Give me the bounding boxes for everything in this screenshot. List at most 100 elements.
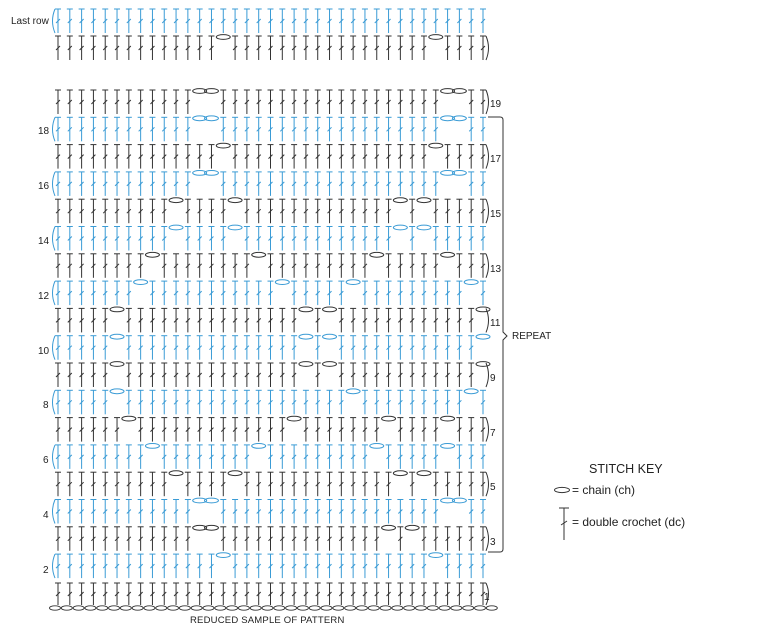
dc-bar [150, 181, 155, 187]
dc-bar [327, 181, 332, 187]
dc-stitch [468, 253, 475, 278]
chain-stitch [369, 443, 385, 449]
dc-bar [338, 208, 344, 214]
dc-stitch [314, 8, 321, 33]
dc-stitch [350, 8, 357, 33]
dc-stitch [480, 526, 486, 551]
dc-bar [315, 126, 321, 132]
chain-stitch [463, 279, 479, 286]
dc-stitch [137, 144, 144, 169]
dc-bar [67, 563, 73, 569]
dc-bar [291, 181, 297, 187]
dc-bar [315, 509, 321, 514]
dc-bar [67, 208, 73, 214]
dc-bar [197, 263, 203, 269]
dc-stitch [220, 89, 227, 114]
chain-stitch [345, 279, 361, 286]
dc-stitch [338, 362, 345, 387]
dc-stitch [173, 444, 180, 469]
chain-stitch [167, 605, 180, 611]
dc-stitch [397, 389, 404, 415]
row-1-dc [55, 582, 489, 606]
dc-bar [126, 509, 132, 514]
dc-bar [468, 45, 474, 51]
dc-bar [338, 290, 344, 296]
dc-stitch [291, 553, 298, 579]
dc-bar [350, 372, 356, 378]
dc-stitch [279, 553, 286, 579]
dc-stitch [243, 499, 250, 524]
dc-stitch [326, 171, 333, 196]
chain-stitch [178, 605, 191, 611]
dc-stitch [125, 253, 132, 278]
dc-stitch [397, 582, 404, 605]
dc-stitch [373, 471, 380, 497]
dc-bar [161, 536, 167, 542]
dc-stitch [55, 226, 61, 251]
dc-bar [327, 208, 332, 214]
dc-bar [79, 427, 84, 432]
dc-stitch [302, 417, 309, 442]
dc-stitch [125, 226, 132, 251]
dc-stitch [267, 144, 274, 169]
dc-bar [315, 181, 321, 187]
dc-stitch [137, 362, 144, 387]
dc-stitch [338, 144, 345, 169]
dc-stitch [397, 253, 404, 278]
dc-stitch [361, 526, 368, 551]
dc-stitch [420, 499, 427, 524]
dc-stitch [55, 526, 61, 551]
dc-bar [362, 208, 368, 214]
dc-bar [102, 427, 108, 432]
dc-stitch [173, 582, 180, 605]
dc-bar [256, 563, 262, 569]
dc-stitch [220, 444, 227, 469]
turning-chain [52, 117, 56, 142]
dc-stitch [78, 389, 85, 415]
dc-stitch [397, 499, 404, 524]
dc-bar [398, 45, 403, 51]
dc-bar [398, 591, 403, 597]
chain-stitch [308, 605, 321, 611]
dc-stitch [220, 389, 227, 415]
dc-stitch [314, 499, 321, 524]
dc-stitch [338, 226, 345, 251]
dc-stitch [137, 171, 144, 196]
dc-stitch [184, 417, 191, 442]
dc-stitch [208, 253, 215, 278]
dc-stitch [149, 171, 156, 196]
dc-bar [303, 18, 309, 24]
dc-bar [409, 18, 415, 24]
dc-bar [268, 454, 273, 460]
dc-stitch [66, 417, 73, 442]
dc-stitch [55, 144, 61, 169]
dc-stitch [350, 144, 357, 169]
dc-stitch [149, 116, 156, 142]
dc-stitch [420, 362, 427, 387]
dc-stitch [326, 389, 333, 415]
dc-stitch [78, 582, 85, 605]
dc-bar [114, 126, 120, 132]
dc-bar [338, 45, 344, 51]
dc-bar [114, 536, 120, 542]
dc-stitch [184, 35, 191, 60]
dc-bar [173, 509, 179, 514]
dc-bar [67, 263, 73, 269]
dc-bar [244, 126, 250, 132]
dc-bar [445, 290, 450, 296]
dc-stitch [125, 116, 132, 142]
dc-stitch [432, 471, 439, 497]
dc-bar [185, 563, 191, 569]
dc-stitch [78, 526, 85, 551]
dc-stitch [385, 253, 392, 278]
dc-bar [79, 591, 84, 597]
dc-stitch [232, 253, 239, 278]
dc-bar [421, 290, 427, 296]
dc-bar [374, 236, 380, 241]
dc-bar [232, 263, 238, 269]
dc-bar [173, 154, 179, 159]
dc-bar [327, 563, 332, 569]
dc-bar [161, 372, 167, 378]
dc-bar [445, 236, 450, 241]
